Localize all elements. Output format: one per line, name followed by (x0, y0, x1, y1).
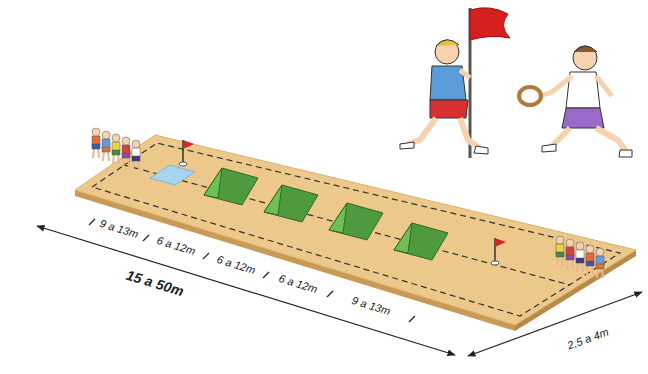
segment-dimension-label: 9 a 13m (96, 216, 142, 241)
tent-obstacle (394, 223, 448, 260)
segment-tick (327, 291, 333, 297)
tent-obstacle (204, 168, 258, 205)
lane-line (92, 143, 620, 316)
child-figure (122, 137, 130, 167)
runner-boy (519, 46, 632, 157)
child-figure (596, 248, 604, 278)
segment-dimension-label: 6 a 12m (275, 271, 321, 296)
segment-tick (89, 219, 95, 225)
segment-dimension-label: 6 a 12m (153, 233, 199, 258)
segment-dimension-label: 9 a 13m (348, 293, 394, 318)
lane-line (124, 165, 570, 285)
child-figure (102, 131, 110, 161)
segment-dimension-label: 6 a 12m (213, 252, 259, 277)
length-dimension (37, 226, 455, 355)
child-figure (576, 242, 584, 272)
length-dimension-label: 15 a 50m (122, 266, 187, 300)
child-figure (92, 128, 100, 158)
child-figure (112, 134, 120, 164)
field-flag (179, 140, 194, 166)
segment-tick (203, 253, 209, 259)
flag-holder-boy (400, 8, 510, 158)
child-figure (556, 236, 564, 266)
segment-tick (143, 235, 149, 241)
width-dimension-label: 2,5 a 4m (564, 325, 612, 353)
child-figure (132, 140, 140, 170)
field-flag (491, 238, 506, 265)
tent-obstacle (264, 185, 318, 222)
field-ground (75, 135, 636, 325)
tent-obstacle (329, 203, 383, 240)
child-figure (566, 239, 574, 269)
segment-tick (409, 316, 415, 322)
start-mat (150, 165, 195, 185)
segment-tick (263, 272, 269, 278)
width-dimension (468, 292, 642, 356)
child-figure (586, 245, 594, 275)
